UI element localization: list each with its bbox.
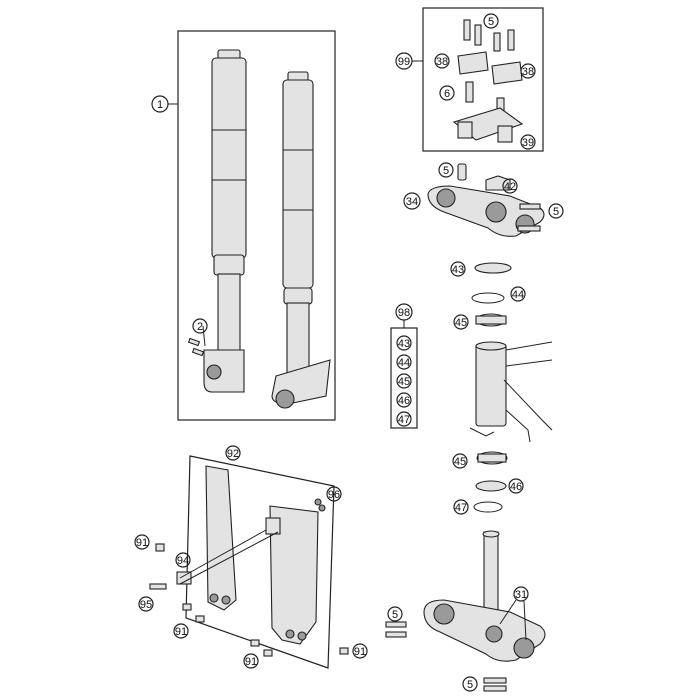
callout-1-circle: [151, 95, 169, 113]
callout-99: 99: [398, 56, 410, 68]
kit-item-43: 43: [398, 338, 410, 350]
frame-steering-head: [469, 341, 553, 443]
clamp-kit-frame: [422, 7, 544, 152]
callout-38b: 38: [522, 66, 534, 78]
right-fork-leg: [271, 71, 331, 409]
left-fork-leg: [203, 49, 247, 393]
callout-5b: 5: [443, 165, 449, 177]
callout-96: 96: [328, 489, 340, 501]
callout-95: 95: [140, 599, 152, 611]
callout-91a: 91: [136, 537, 148, 549]
lower-triple-clamp: [385, 530, 546, 692]
fork-group-frame: [177, 30, 336, 421]
callout-43: 43: [452, 264, 464, 276]
callout-92: 92: [227, 448, 239, 460]
kit-item-46: 46: [398, 395, 410, 407]
fork-assembly: [168, 30, 336, 421]
callout-45: 45: [455, 317, 467, 329]
callout-2: 2: [197, 321, 203, 333]
callout-5c: 5: [553, 206, 559, 218]
kit-item-47: 47: [398, 414, 410, 426]
callout-44: 44: [512, 289, 524, 301]
callout-39: 39: [522, 137, 534, 149]
callout-94: 94: [177, 555, 189, 567]
kit-item-45: 45: [398, 376, 410, 388]
callouts: 1 2 5 38 38 6 39 99 5 42 34 5 43 44 45 9…: [134, 13, 564, 692]
callout-1: 1: [157, 99, 163, 111]
callout-5a: 5: [488, 16, 494, 28]
callout-31: 31: [515, 589, 527, 601]
callout-46: 46: [510, 481, 522, 493]
lower-bearing-stack: [473, 451, 508, 513]
callout-5e: 5: [467, 679, 473, 691]
callout-45b: 45: [454, 456, 466, 468]
callout-47: 47: [455, 502, 467, 514]
upper-triple-clamp: [427, 163, 545, 237]
clamp-kit: [422, 7, 544, 152]
callout-91c: 91: [245, 656, 257, 668]
callout-91b: 91: [175, 626, 187, 638]
callout-6: 6: [444, 88, 450, 100]
callout-98: 98: [398, 307, 410, 319]
callout-91d: 91: [354, 646, 366, 658]
fork-protector-group: [149, 455, 349, 669]
callout-34: 34: [406, 196, 418, 208]
fork-protector-frame: [185, 455, 335, 669]
kit-item-44: 44: [398, 357, 410, 369]
callout-2-circle: [192, 318, 208, 334]
callout-38a: 38: [436, 56, 448, 68]
fork-screws: [187, 337, 205, 357]
callout-5d: 5: [392, 609, 398, 621]
callout-42: 42: [504, 181, 516, 193]
steering-bearing-stack: [471, 262, 512, 327]
